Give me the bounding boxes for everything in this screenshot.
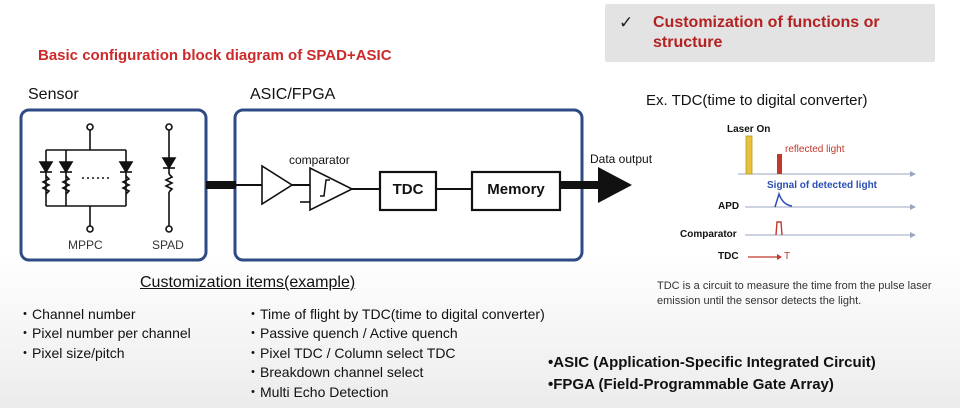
list-item: Passive quench / Active quench: [246, 324, 545, 343]
diagram-title: Basic configuration block diagram of SPA…: [38, 47, 392, 64]
callout-text: Customization of functions or structure: [653, 14, 880, 51]
reflected-pulse: [777, 154, 782, 174]
buffer-icon: [261, 164, 294, 206]
sensor-asic-link: [206, 181, 236, 189]
comparator-icon: [309, 166, 354, 212]
comparator-pulse: [775, 221, 783, 236]
list-item: Pixel size/pitch: [18, 344, 191, 363]
reflected-light-label: reflected light: [785, 144, 845, 155]
customization-left-list: Channel number Pixel number per channel …: [18, 305, 191, 363]
sensor-label: Sensor: [28, 86, 79, 103]
mppc-label: MPPC: [68, 238, 103, 252]
tdc-row-label: TDC: [718, 251, 739, 262]
memory-block-label: Memory: [487, 181, 545, 198]
tdc-example-title: Ex. TDC(time to digital converter): [646, 92, 868, 109]
list-item: Pixel TDC / Column select TDC: [246, 344, 545, 363]
tdc-note: TDC is a circuit to measure the time fro…: [657, 280, 932, 307]
check-icon: ✓: [619, 13, 634, 32]
list-item: Multi Echo Detection: [246, 383, 545, 402]
apd-signal: [774, 191, 793, 208]
output-arrow-shaft: [560, 181, 600, 189]
asic-acronym: •ASIC (Application-Specific Integrated C…: [548, 354, 876, 371]
list-item: Pixel number per channel: [18, 324, 191, 343]
customization-right-list: Time of flight by TDC(time to digital co…: [246, 305, 545, 402]
data-output-label: Data output: [590, 152, 653, 166]
laser-pulse: [745, 135, 753, 175]
list-item: Breakdown channel select: [246, 363, 545, 382]
t-symbol: T: [784, 251, 791, 262]
comparator-label: comparator: [289, 153, 350, 167]
customization-title: Customization items(example): [140, 274, 356, 291]
output-arrow-icon: [598, 167, 632, 203]
fpga-acronym: •FPGA (Field-Programmable Gate Array): [548, 376, 834, 393]
laser-on-label: Laser On: [727, 124, 771, 135]
spad-label: SPAD: [152, 238, 184, 252]
mppc-circuit-icon: [38, 123, 134, 233]
customization-callout: ✓ Customization of functions or structur…: [605, 4, 935, 62]
list-item: Channel number: [18, 305, 191, 324]
memory-block: [470, 170, 562, 212]
tdc-block: [378, 170, 438, 212]
spad-circuit-icon: [161, 123, 177, 233]
comparator-row-label: Comparator: [680, 229, 737, 240]
apd-label: APD: [718, 201, 740, 212]
signal-label: Signal of detected light: [767, 180, 878, 191]
tdc-block-label: TDC: [392, 181, 424, 198]
list-item: Time of flight by TDC(time to digital co…: [246, 305, 545, 324]
asic-fpga-label: ASIC/FPGA: [250, 86, 336, 103]
timing-diagram: [738, 135, 916, 260]
